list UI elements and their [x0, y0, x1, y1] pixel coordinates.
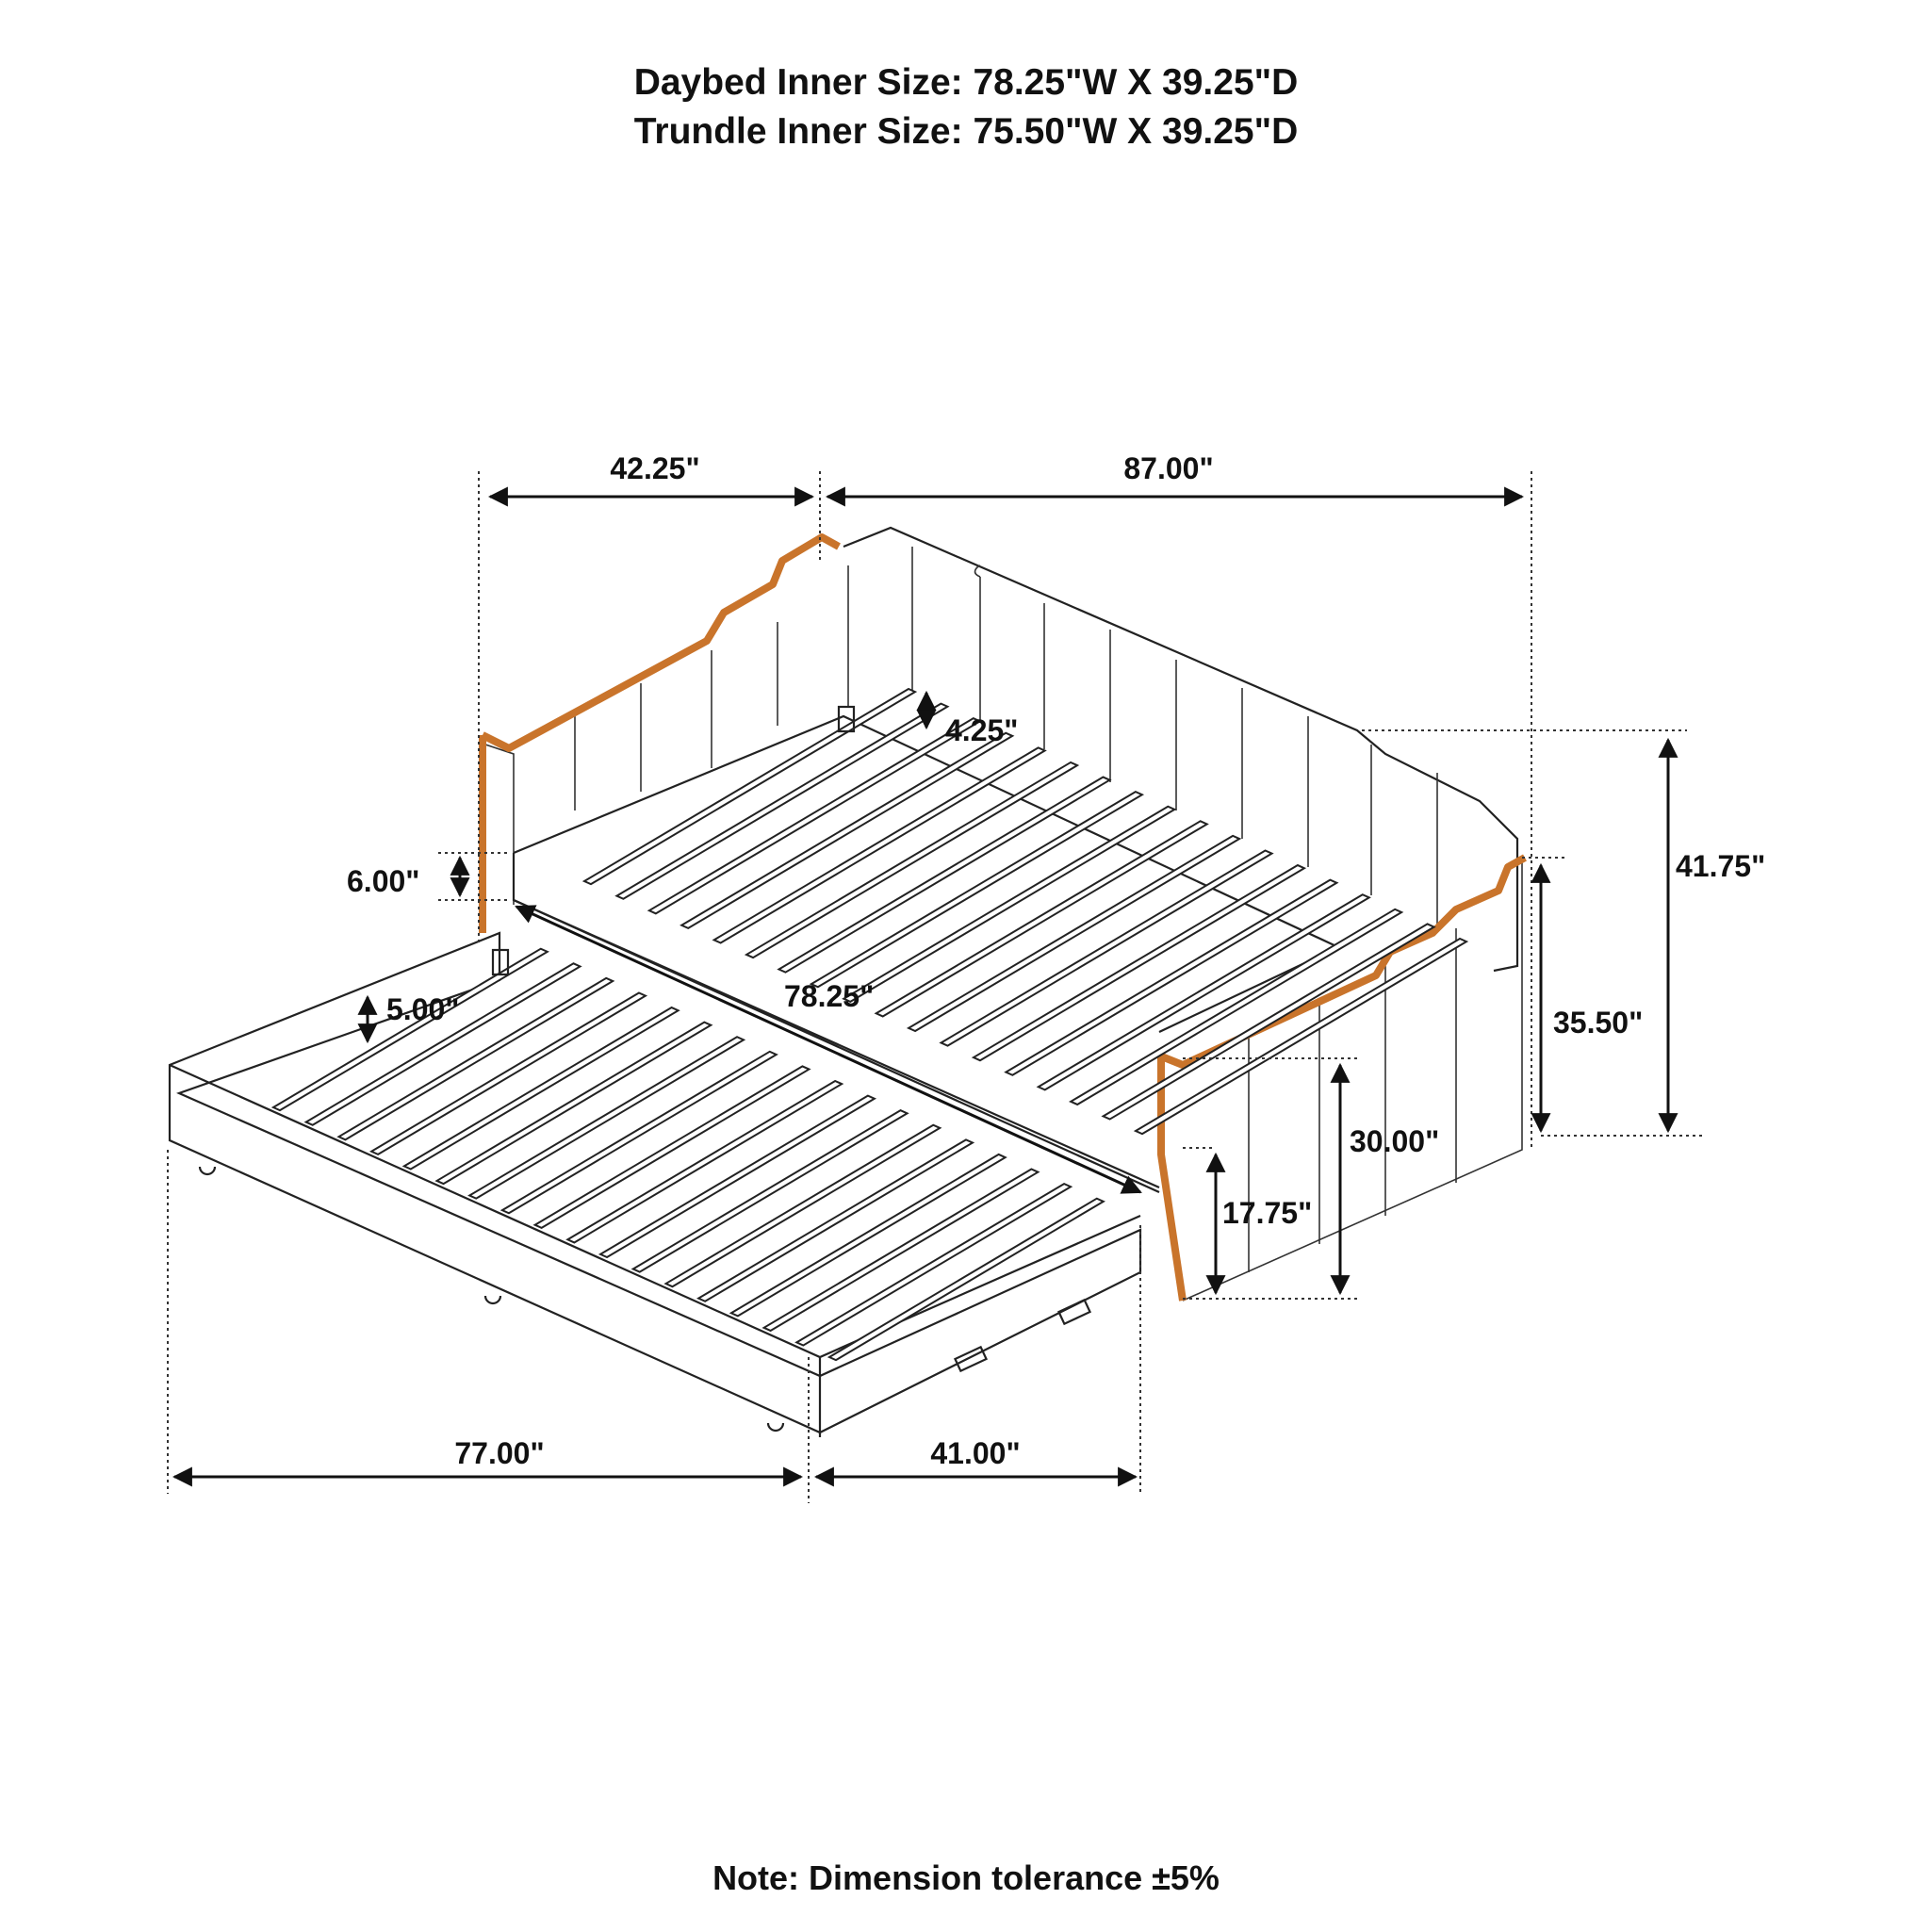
slat — [336, 976, 615, 1141]
dimension-lines — [167, 471, 1706, 1503]
slat — [467, 1036, 746, 1200]
slat — [270, 947, 549, 1112]
daybed-left-arm — [479, 533, 841, 933]
slat — [614, 702, 950, 900]
rail-height-label: 6.00" — [347, 864, 419, 898]
daybed-slat-deck — [512, 687, 1469, 1194]
trundle-rail-label: 5.00" — [386, 992, 459, 1026]
inner-width-label: 78.25" — [784, 979, 874, 1013]
trundle-depth-label: 41.00" — [930, 1436, 1020, 1470]
slat — [565, 1079, 844, 1244]
slat — [630, 1109, 909, 1273]
back-gap-label: 4.25" — [945, 713, 1018, 747]
daybed-right-arm — [1157, 854, 1527, 1302]
slat — [303, 962, 582, 1126]
overall-height-label: 41.75" — [1676, 849, 1765, 883]
arm-height-label: 35.50" — [1553, 1006, 1643, 1040]
slat — [499, 1050, 778, 1215]
slat — [532, 1065, 811, 1229]
daybed-back-panel — [843, 526, 1519, 973]
trundle-inner-size: Trundle Inner Size: 75.50"W X 39.25"D — [633, 111, 1299, 152]
back-height-label: 30.00" — [1350, 1124, 1439, 1158]
slat — [401, 1006, 680, 1171]
slat — [729, 1153, 1007, 1318]
slat — [761, 1168, 1040, 1333]
slat — [663, 1123, 942, 1288]
slat — [434, 1021, 713, 1186]
slat — [696, 1138, 975, 1302]
depth-dimension-label: 42.25" — [610, 451, 699, 485]
hinge-icon — [491, 705, 856, 976]
seat-height-label: 17.75" — [1222, 1196, 1312, 1230]
slat — [598, 1094, 877, 1259]
trundle-frame — [168, 931, 1142, 1437]
tolerance-note: Note: Dimension tolerance ±5% — [712, 1858, 1220, 1897]
inner-size-header: Daybed Inner Size: 78.25"W X 39.25"D Tru… — [0, 58, 1932, 156]
daybed-inner-size: Daybed Inner Size: 78.25"W X 39.25"D — [633, 62, 1299, 103]
width-dimension-label: 87.00" — [1123, 451, 1213, 485]
slat — [581, 687, 918, 886]
slat — [827, 1197, 1105, 1362]
trundle-extended-label: 77.00" — [454, 1436, 544, 1470]
